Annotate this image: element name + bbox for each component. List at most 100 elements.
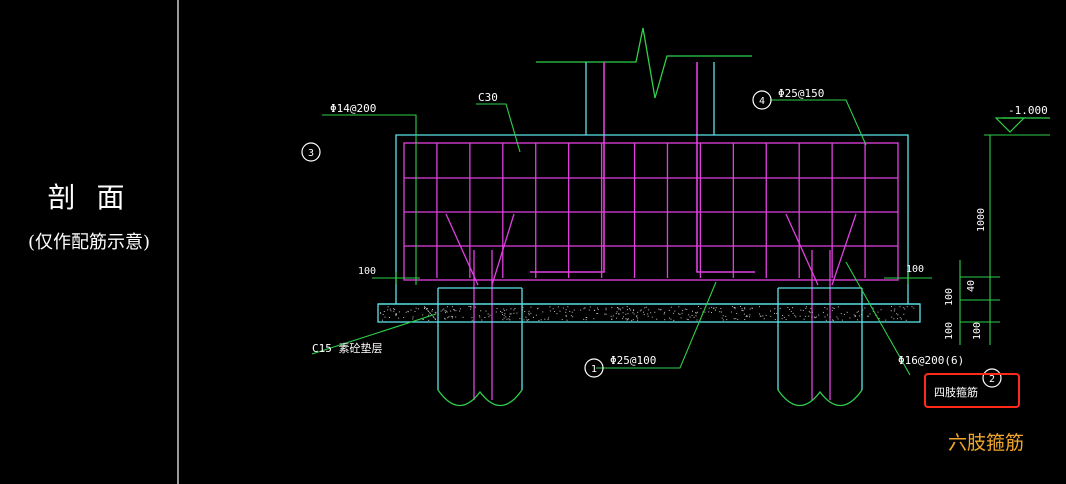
bedding-speckle (896, 313, 898, 315)
bedding-speckle (859, 315, 861, 317)
bedding-speckle (380, 312, 381, 314)
bedding-speckle (597, 307, 598, 309)
bedding-speckle (880, 309, 882, 311)
bedding-speckle (528, 310, 530, 312)
bedding-speckle (425, 308, 427, 310)
bedding-speckle (695, 312, 697, 314)
bedding-speckle (911, 306, 913, 308)
rebar-grid (403, 142, 899, 281)
bedding-speckle (632, 312, 634, 314)
dimensions (372, 134, 1050, 345)
label-rebar-3: Φ14@200 (330, 102, 376, 115)
bedding-speckle (625, 318, 627, 320)
bedding-speckle (647, 315, 649, 317)
bedding-speckle (523, 319, 525, 321)
bedding-speckle (668, 309, 670, 311)
bedding-speckle (625, 313, 627, 315)
bedding-speckle (510, 308, 512, 310)
footing-outline (378, 134, 920, 305)
pile-anchor-rebars (445, 213, 857, 400)
bedding-speckle (415, 307, 417, 309)
bedding-speckle (639, 310, 641, 312)
bedding-speckle (660, 309, 662, 311)
bedding-speckle (737, 318, 739, 320)
bedding-speckle (535, 314, 537, 316)
bedding-speckle (670, 318, 672, 320)
bedding-speckle (654, 311, 656, 313)
bedding-speckle (779, 307, 781, 309)
bedding-speckle (877, 311, 879, 313)
bedding-speckle (867, 316, 869, 318)
bedding-speckle (903, 313, 905, 315)
bedding-speckle (431, 310, 433, 312)
bedding-speckle (570, 315, 572, 317)
marker-1-circle (584, 358, 604, 378)
bedding-speckle (825, 319, 827, 321)
label-dim-100a: 100 (944, 288, 955, 306)
bedding-speckle (565, 315, 567, 317)
bedding-speckle (899, 317, 901, 319)
bedding-speckle (735, 318, 737, 320)
bedding-speckle (637, 319, 639, 321)
bedding-speckle (398, 317, 400, 319)
bedding-speckle (805, 315, 807, 317)
bedding-speckle (549, 310, 551, 312)
bedding-speckle (524, 311, 526, 312)
bedding-speckle (434, 318, 436, 320)
bedding-speckle (514, 308, 516, 310)
marker-2-text: 2 (989, 374, 995, 385)
bedding-speckle (489, 314, 491, 316)
bedding-speckle (427, 310, 429, 312)
bedding-speckle (538, 320, 540, 321)
bedding-speckle (632, 319, 634, 321)
bedding-speckle (389, 317, 390, 318)
bedding-speckle (827, 314, 828, 316)
bedding-speckle (561, 319, 563, 320)
bedding-speckle (862, 309, 864, 311)
label-height-total: 1000 (976, 208, 987, 232)
bedding-speckle (894, 308, 896, 310)
bedding-speckle (459, 308, 461, 310)
bedding-speckle (513, 309, 515, 311)
bedding-speckle (640, 309, 642, 311)
bedding-speckle (843, 314, 845, 315)
bedding-speckle (891, 316, 893, 318)
bedding-speckle (832, 319, 834, 321)
label-dim-100c: 100 (972, 322, 983, 340)
bedding-speckle (387, 306, 389, 308)
bedding-speckle (626, 306, 628, 308)
bedding-speckle (837, 306, 839, 308)
bedding-speckle (672, 312, 674, 314)
bedding-speckle (637, 317, 639, 319)
bedding-speckle (713, 307, 715, 309)
bedding-speckle (449, 310, 451, 312)
bedding-speckle (720, 308, 722, 309)
bedding-speckle (770, 310, 771, 312)
bedding-speckle (626, 319, 628, 321)
bedding-speckle (508, 318, 510, 320)
bedding-speckle (540, 319, 542, 321)
bedding-speckle (455, 316, 457, 318)
bedding-speckle (611, 318, 613, 320)
bedding-speckle (468, 306, 470, 307)
bedding-speckle (410, 309, 412, 311)
label-bed: C15 素砼垫层 (312, 341, 383, 355)
bedding-speckle (580, 309, 582, 311)
bedding-speckle (414, 311, 416, 312)
section-subtitle: (仅作配筋示意) (27, 232, 151, 253)
bedding-speckle (417, 308, 419, 310)
bedding-speckle (818, 314, 820, 316)
bedding-speckle (734, 307, 736, 308)
bedding-speckle (846, 311, 848, 313)
bedding-speckle (503, 310, 505, 312)
bedding-speckle (509, 316, 511, 318)
bedding-speckle (854, 316, 856, 318)
bedding-speckle (704, 311, 706, 313)
bedding-speckle (687, 319, 689, 321)
bedding-speckle (516, 312, 518, 314)
bedding-speckle (500, 310, 502, 312)
label-rebar-2: Φ16@200(6) (898, 354, 964, 367)
bedding-speckle (744, 307, 746, 309)
bedding-speckle (571, 311, 573, 313)
bedding-speckle (861, 314, 862, 315)
